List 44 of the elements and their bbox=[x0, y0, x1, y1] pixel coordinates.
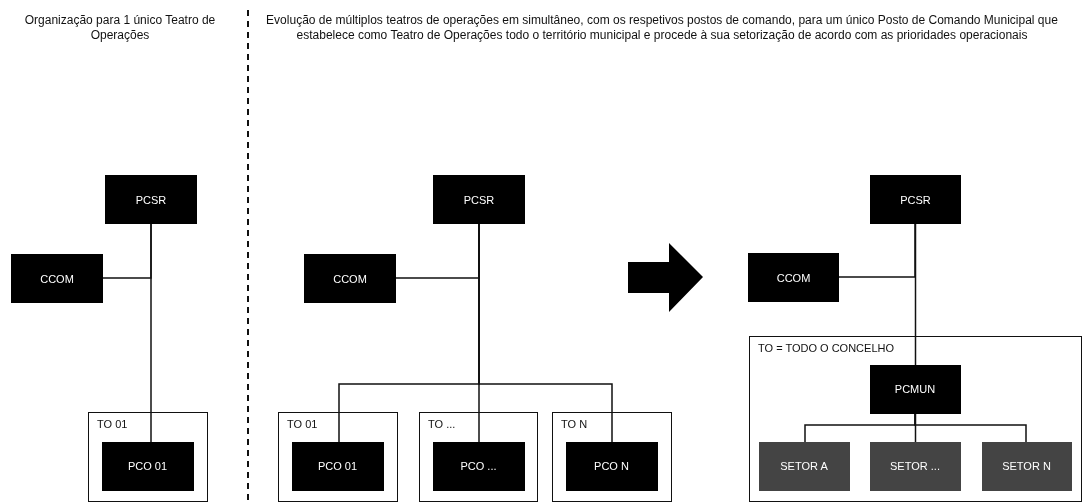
header-text: Organização para 1 único Teatro de Operações bbox=[23, 13, 217, 43]
box-label: SETOR A bbox=[780, 460, 828, 472]
sector-box bbox=[869, 441, 961, 491]
area-label: TO 01 bbox=[287, 418, 318, 430]
command-box bbox=[291, 441, 384, 491]
box-label: PCO N bbox=[594, 460, 629, 472]
area-label: TO N bbox=[561, 418, 588, 430]
command-box bbox=[11, 254, 103, 303]
box-label: SETOR N bbox=[1002, 460, 1051, 472]
box-label: SETOR ... bbox=[890, 460, 940, 472]
box-label: PCO 01 bbox=[127, 460, 168, 472]
box-label: CCOM bbox=[776, 271, 811, 284]
command-box bbox=[304, 254, 396, 303]
command-box bbox=[748, 253, 839, 302]
area-frame bbox=[552, 412, 672, 502]
box-label: PCO ... bbox=[460, 460, 497, 472]
area-label: TO = TODO O CONCELHO bbox=[758, 342, 894, 354]
area-frame bbox=[278, 412, 398, 502]
box-label: CCOM bbox=[333, 272, 367, 285]
sector-box bbox=[981, 441, 1072, 491]
area-label: TO ... bbox=[428, 418, 456, 430]
command-box bbox=[869, 364, 961, 414]
box-label: PCSR bbox=[900, 193, 931, 206]
box-label: PCSR bbox=[135, 193, 167, 206]
command-box bbox=[565, 441, 658, 491]
command-box bbox=[870, 175, 961, 224]
connector-line bbox=[914, 413, 1027, 443]
command-box bbox=[432, 441, 525, 491]
header-text: Evolução de múltiplos teatros de operações em simultâneo, com os respetivos postos de comando, para um único Posto de Comando Municipal que estabelece como Teatro de Operações todo o território municipal e procede à sua setorização de acordo com as prioridades operacionais bbox=[265, 13, 1059, 43]
box-label: CCOM bbox=[40, 272, 74, 285]
area-frame bbox=[88, 412, 208, 502]
box-label: PCMUN bbox=[894, 383, 936, 395]
area-label: TO 01 bbox=[97, 418, 128, 430]
box-label: PCSR bbox=[463, 193, 495, 206]
connector-line bbox=[102, 223, 152, 279]
area-frame bbox=[419, 412, 538, 502]
sector-box bbox=[758, 441, 850, 491]
box-label: PCO 01 bbox=[317, 460, 358, 472]
command-box bbox=[105, 175, 197, 224]
area-frame bbox=[749, 336, 1082, 502]
connector-line bbox=[395, 223, 480, 279]
command-box bbox=[433, 175, 525, 224]
command-box bbox=[101, 441, 194, 491]
connector-line bbox=[838, 223, 916, 278]
